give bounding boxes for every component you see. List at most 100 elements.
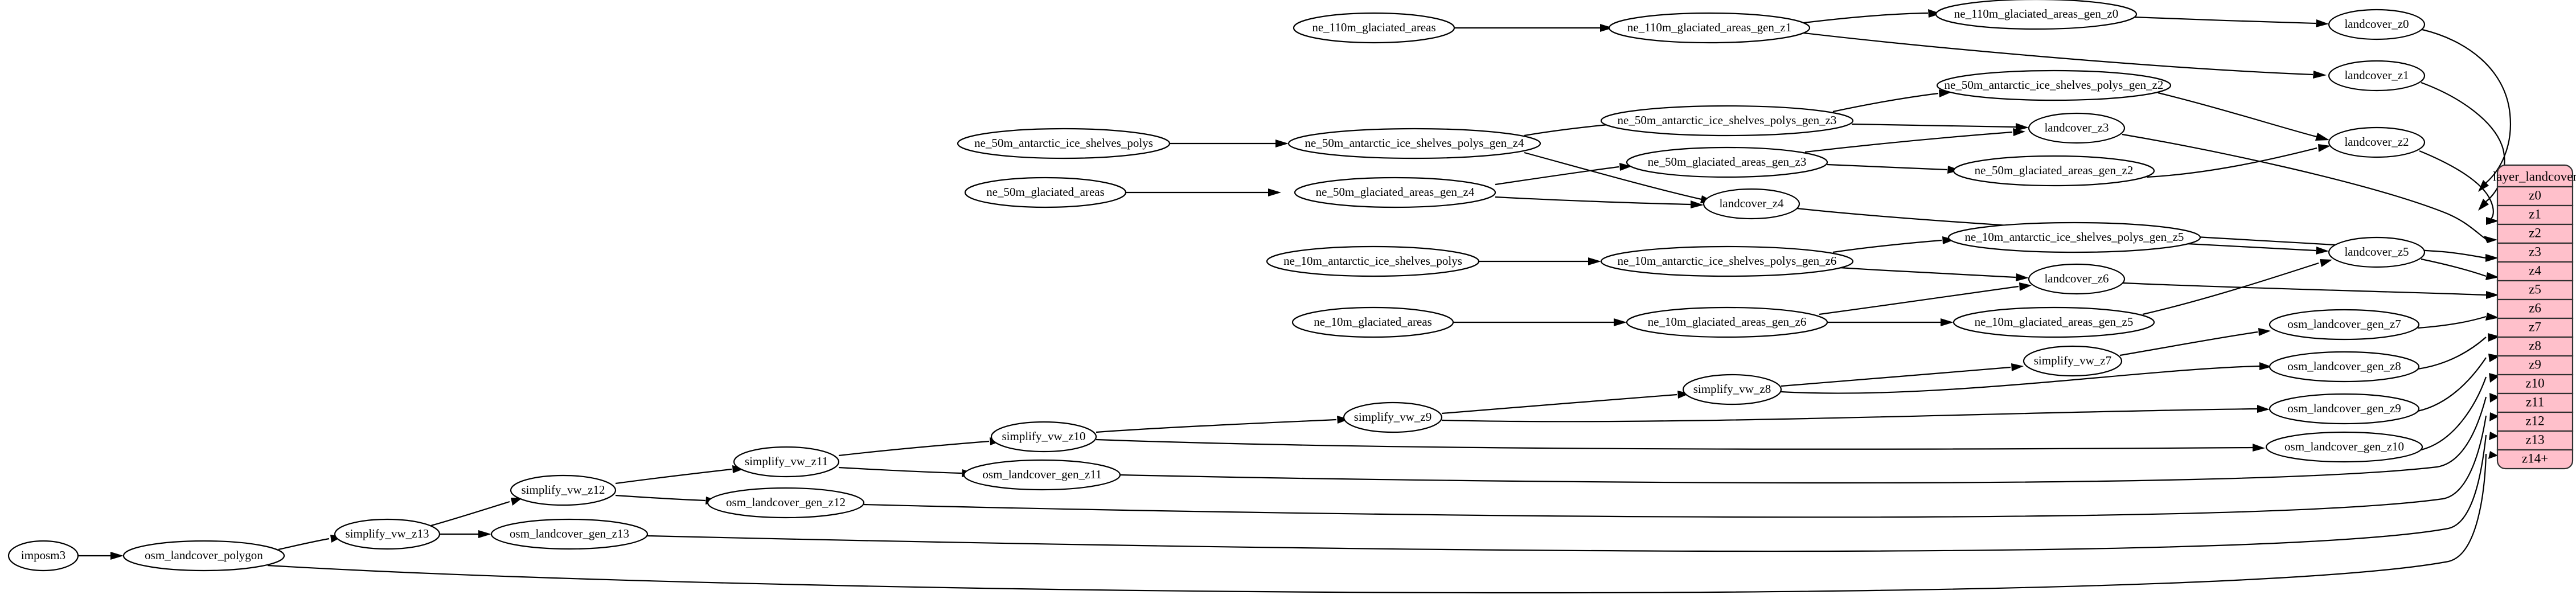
node-label: ne_50m_glaciated_areas_gen_z4	[1316, 185, 1475, 199]
node-simplify_vw_z13[interactable]: simplify_vw_z13	[334, 518, 441, 550]
node-osm_landcover_gen_z13[interactable]: osm_landcover_gen_z13	[490, 518, 649, 550]
record-header-label: layer_landcover	[2493, 169, 2576, 183]
edge-simplify_vw_z7-to-osm_z7	[2119, 328, 2271, 356]
node-label: landcover_z4	[1719, 196, 1784, 210]
node-label: simplify_vw_z10	[1002, 429, 1086, 443]
record-row-z3[interactable]	[2496, 242, 2574, 263]
node-ne_50m_antarctic_ice_shelves_polys_gen_z3[interactable]: ne_50m_antarctic_ice_shelves_polys_gen_z…	[1600, 105, 1854, 137]
node-osm_landcover_gen_z10[interactable]: osm_landcover_gen_z10	[2265, 431, 2423, 463]
node-ne_10m_antarctic_ice_shelves_polys_gen_z6[interactable]: ne_10m_antarctic_ice_shelves_polys_gen_z…	[1600, 245, 1854, 277]
node-label: ne_10m_glaciated_areas	[1314, 315, 1432, 329]
node-ne_10m_glaciated_areas_gen_z5[interactable]: ne_10m_glaciated_areas_gen_z5	[1952, 306, 2155, 338]
record-layer-landcover[interactable]: layer_landcover z0 z1 z2 z3 z4 z5 z6 z7 …	[2493, 164, 2576, 470]
record-row-z0[interactable]	[2496, 186, 2574, 207]
edge-10m-glac-z6-to-landcover_z6	[1819, 282, 2032, 315]
node-landcover_z6[interactable]: landcover_z6	[2028, 263, 2126, 295]
node-ne_110m_glaciated_areas[interactable]: ne_110m_glaciated_areas	[1293, 12, 1455, 44]
record-row-z4[interactable]	[2496, 261, 2574, 282]
node-ne_50m_antarctic_ice_shelves_polys_gen_z2[interactable]: ne_50m_antarctic_ice_shelves_polys_gen_z…	[1936, 69, 2172, 101]
node-landcover_z0[interactable]: landcover_z0	[2328, 9, 2426, 40]
node-ne_10m_glaciated_areas_gen_z6[interactable]: ne_10m_glaciated_areas_gen_z6	[1626, 306, 1828, 338]
node-label: osm_landcover_polygon	[145, 548, 263, 562]
node-ne_110m_glaciated_areas_gen_z0[interactable]: ne_110m_glaciated_areas_gen_z0	[1935, 0, 2138, 30]
record-row-z11[interactable]	[2496, 392, 2574, 413]
edge-ne50m-glaciated-to-gen_z4	[1126, 188, 1281, 196]
record-row-label-z9: z9	[2529, 357, 2541, 371]
node-ne_50m_glaciated_areas_gen_z3[interactable]: ne_50m_glaciated_areas_gen_z3	[1626, 146, 1828, 178]
edges-layer	[78, 9, 2511, 594]
record-row-label-z2: z2	[2529, 225, 2541, 240]
record-row-label-z0: z0	[2529, 188, 2541, 202]
edge-simplify_vw_z8-to-z7	[1781, 363, 2024, 387]
node-label: ne_110m_glaciated_areas_gen_z1	[1627, 20, 1791, 34]
record-row-label-z8: z8	[2529, 338, 2541, 352]
node-label: osm_landcover_gen_z9	[2287, 401, 2401, 415]
node-ne_50m_glaciated_areas[interactable]: ne_50m_glaciated_areas	[964, 177, 1127, 208]
node-simplify_vw_z10[interactable]: simplify_vw_z10	[990, 421, 1097, 453]
edge-simplify_vw_z13-to-z12	[430, 498, 523, 527]
node-osm_landcover_gen_z11[interactable]: osm_landcover_gen_z11	[963, 459, 1121, 491]
record-row-label-z3: z3	[2529, 244, 2541, 259]
edge-10m-glac-z6-to-z5	[1827, 318, 1954, 326]
record-row-label-z11: z11	[2526, 395, 2544, 409]
node-osm_landcover_polygon[interactable]: osm_landcover_polygon	[122, 540, 285, 572]
record-row-z9[interactable]	[2496, 355, 2574, 376]
node-ne_50m_antarctic_ice_shelves_polys_gen_z4[interactable]: ne_50m_antarctic_ice_shelves_polys_gen_z…	[1287, 128, 1541, 159]
edge-simplify_vw_z13-to-osm_z13	[440, 530, 491, 538]
node-label: ne_10m_antarctic_ice_shelves_polys_gen_z…	[1965, 230, 2184, 244]
record-row-label-z13: z13	[2525, 432, 2544, 446]
record-row-z1[interactable]	[2496, 204, 2574, 225]
edge-gen_z1-to-gen_z0	[1803, 9, 1941, 24]
edge-osm_z11-to-record-z11	[1119, 393, 2500, 484]
node-osm_landcover_gen_z7[interactable]: osm_landcover_gen_z7	[2269, 309, 2420, 341]
node-osm_landcover_gen_z8[interactable]: osm_landcover_gen_z8	[2269, 351, 2420, 383]
edge-imposm3-to-osm_polygon	[78, 552, 124, 560]
node-landcover_z1[interactable]: landcover_z1	[2328, 60, 2426, 92]
edge-simplify_vw_z10-to-osm_z10	[1096, 438, 2265, 452]
node-simplify_vw_z9[interactable]: simplify_vw_z9	[1343, 401, 1443, 433]
node-landcover_z3[interactable]: landcover_z3	[2028, 112, 2126, 144]
record-row-label-z12: z12	[2525, 413, 2544, 428]
edge-landcover_z6-to-record-z6	[2123, 282, 2499, 299]
edge-gen_z1-to-landcover_z1	[1803, 32, 2327, 79]
node-label: simplify_vw_z7	[2034, 354, 2112, 367]
node-label: ne_10m_glaciated_areas_gen_z5	[1975, 315, 2134, 329]
node-simplify_vw_z11[interactable]: simplify_vw_z11	[733, 446, 840, 478]
node-ne_10m_antarctic_ice_shelves_polys_gen_z5[interactable]: ne_10m_antarctic_ice_shelves_polys_gen_z…	[1947, 222, 2201, 253]
edge-50m-glac-z3-to-landcover_z3	[1804, 128, 2025, 153]
node-ne_10m_antarctic_ice_shelves_polys[interactable]: ne_10m_antarctic_ice_shelves_polys	[1266, 245, 1480, 277]
record-row-label-z14plus: z14+	[2522, 451, 2548, 465]
edge-osm_z12-to-record-z12	[863, 412, 2499, 518]
node-label: ne_50m_glaciated_areas_gen_z3	[1648, 155, 1807, 169]
node-imposm3[interactable]: imposm3	[7, 540, 79, 572]
node-simplify_vw_z7[interactable]: simplify_vw_z7	[2023, 345, 2123, 377]
record-row-z8[interactable]	[2496, 336, 2574, 357]
node-ne_50m_glaciated_areas_gen_z4[interactable]: ne_50m_glaciated_areas_gen_z4	[1294, 177, 1496, 208]
node-osm_landcover_gen_z9[interactable]: osm_landcover_gen_z9	[2269, 393, 2420, 425]
node-osm_landcover_gen_z12[interactable]: osm_landcover_gen_z12	[707, 487, 865, 519]
record-row-z14plus[interactable]	[2496, 449, 2574, 470]
edge-landcover_z4-to-record-z4	[1796, 207, 2499, 262]
node-label: simplify_vw_z11	[745, 454, 828, 468]
node-landcover_z2[interactable]: landcover_z2	[2328, 126, 2426, 158]
record-row-z13[interactable]	[2496, 430, 2574, 451]
record-row-z7[interactable]	[2496, 317, 2574, 338]
record-row-z2[interactable]	[2496, 223, 2574, 244]
node-label: osm_landcover_gen_z11	[982, 468, 1101, 481]
edge-50m-antarctic-z3-to-z2	[1832, 89, 1951, 113]
node-ne_50m_glaciated_areas_gen_z2[interactable]: ne_50m_glaciated_areas_gen_z2	[1952, 155, 2155, 187]
node-ne_110m_glaciated_areas_gen_z1[interactable]: ne_110m_glaciated_areas_gen_z1	[1608, 12, 1811, 44]
node-ne_50m_antarctic_ice_shelves_polys[interactable]: ne_50m_antarctic_ice_shelves_polys	[957, 128, 1171, 159]
record-row-label-z5: z5	[2529, 282, 2541, 296]
edge-simplify_vw_z9-to-osm_z9	[1441, 405, 2270, 423]
node-label: osm_landcover_gen_z8	[2287, 359, 2401, 373]
node-landcover_z5[interactable]: landcover_z5	[2328, 236, 2426, 268]
node-simplify_vw_z8[interactable]: simplify_vw_z8	[1682, 374, 1782, 405]
node-landcover_z4[interactable]: landcover_z4	[1703, 188, 1800, 220]
node-simplify_vw_z12[interactable]: simplify_vw_z12	[510, 474, 617, 506]
record-row-label-z4: z4	[2529, 263, 2541, 277]
node-ne_10m_glaciated_areas[interactable]: ne_10m_glaciated_areas	[1291, 306, 1454, 338]
node-label: osm_landcover_gen_z13	[510, 527, 629, 540]
edge-10m-antarctic-z6-to-z5	[1832, 236, 1955, 253]
